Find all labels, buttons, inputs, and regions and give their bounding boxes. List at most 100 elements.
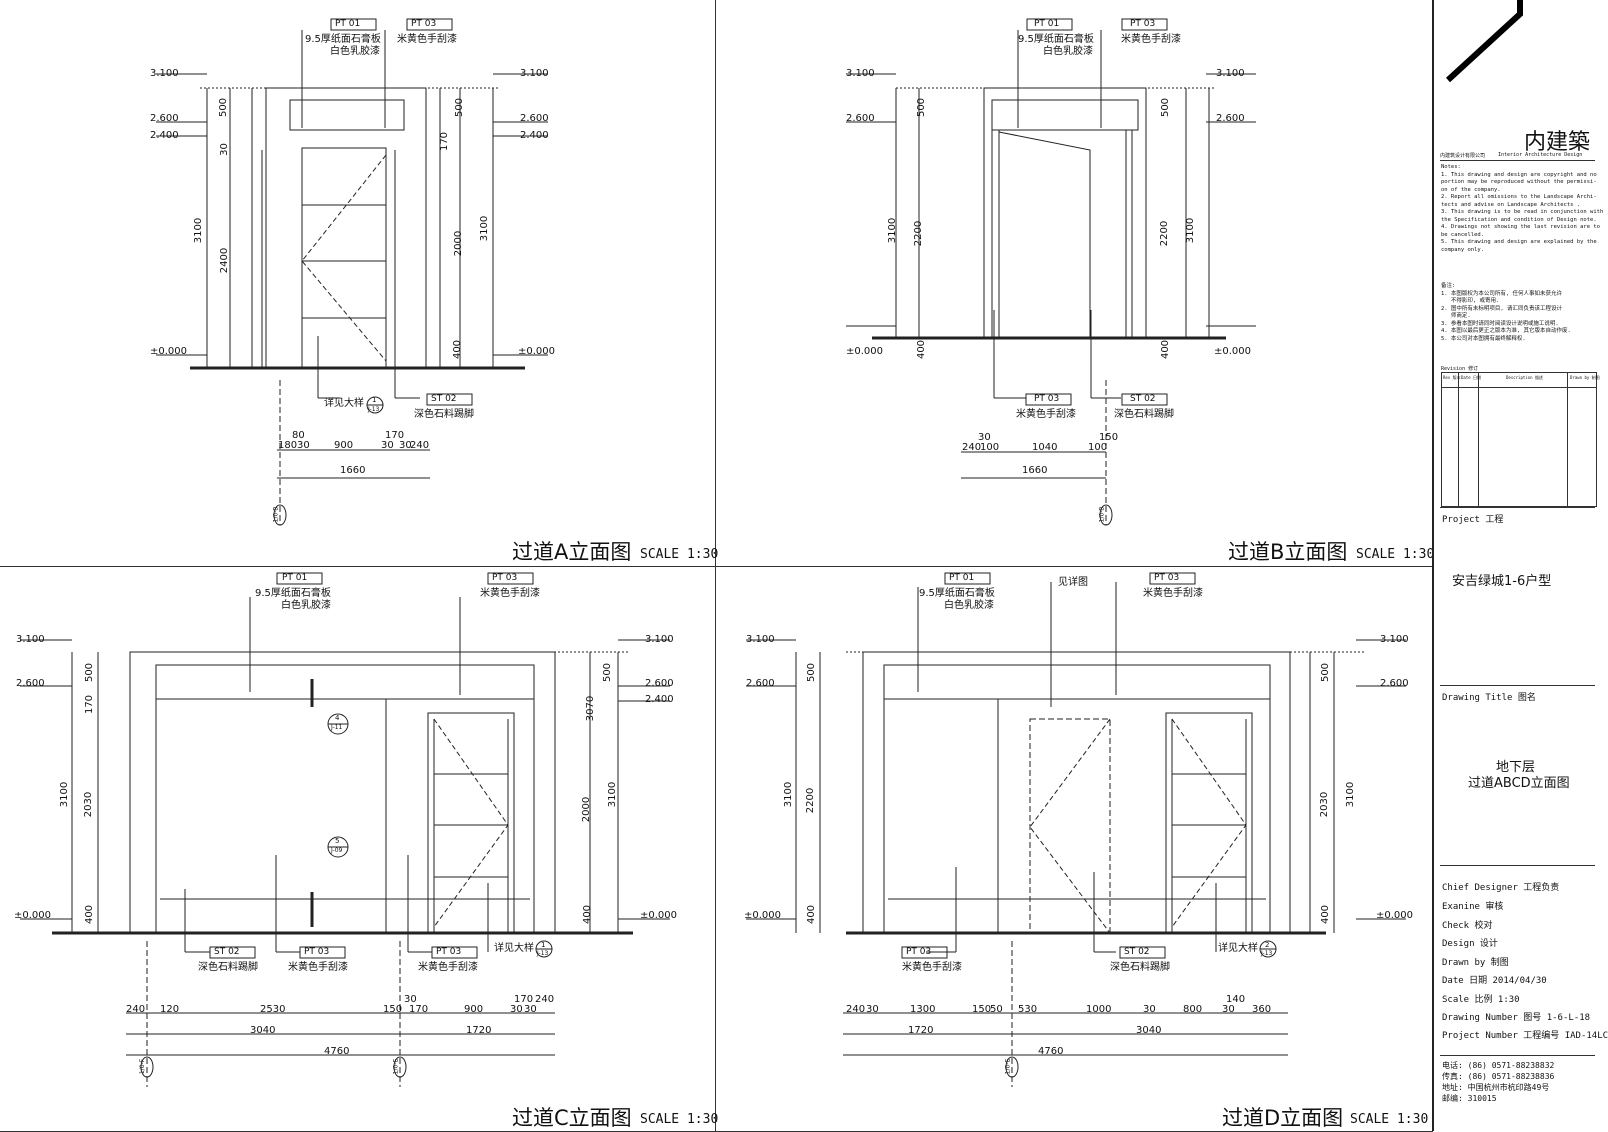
b-level-2600-right: 2.600 — [1216, 113, 1245, 124]
notes-english: Notes: 1. This drawing and design are co… — [1441, 164, 1604, 253]
b-dim-1040: 1040 — [1032, 442, 1058, 453]
d-see-detail-text: 见详图 — [1058, 577, 1088, 588]
d-right-dim-500: 500 — [1320, 662, 1332, 683]
d-dim-30b: 30 — [1143, 1004, 1156, 1015]
a-pt03-tag: PT 03 — [411, 19, 437, 29]
check: Check 校对 — [1442, 921, 1493, 931]
a-right-dim-170: 170 — [439, 131, 451, 152]
c-dim-900: 900 — [464, 1004, 484, 1015]
a-st02-tag: ST 02 — [431, 394, 457, 404]
c-title: 过道C立面图 — [512, 1106, 632, 1130]
d-title: 过道D立面图 — [1222, 1106, 1344, 1130]
c-dim-120: 120 — [160, 1004, 180, 1015]
d-axis-label: 1/0-E — [1004, 1058, 1012, 1075]
revision-header-date: Date 日期 — [1461, 375, 1482, 380]
a-left-dim-500: 500 — [218, 97, 230, 118]
elevation-c-panel: PT 01 9.5厚纸面石膏板 白色乳胶漆 PT 03 米黄色手刮漆 ST 02… — [0, 567, 718, 1132]
divider — [1440, 507, 1595, 508]
d-detail-label: 详见大样 — [1218, 943, 1258, 954]
b-dim-100b: 100 — [1088, 442, 1108, 453]
a-level-2600-right: 2.600 — [520, 113, 549, 124]
c-dim-170b: 170 — [514, 994, 534, 1005]
a-level-0-left: ±0.000 — [150, 346, 188, 357]
date: Date 日期 2014/04/30 — [1442, 976, 1547, 986]
b-left-dim-500: 500 — [916, 97, 928, 118]
c-level-0-right: ±0.000 — [640, 910, 678, 921]
chief-designer: Chief Designer 工程负责 — [1442, 883, 1560, 893]
d-scale: SCALE 1:30 — [1350, 1112, 1429, 1127]
elevation-b-drawing — [846, 18, 1256, 526]
b-pt01-text-1: 9.5厚纸面石膏板 — [1018, 34, 1094, 45]
d-level-0-left: ±0.000 — [744, 910, 782, 921]
c-dim-240: 240 — [126, 1004, 146, 1015]
a-pt01-text-2: 白色乳胶漆 — [330, 46, 380, 57]
d-st02-text: 深色石料踢脚 — [1110, 962, 1170, 973]
company-name-cn: 内建筑设计有限公司 — [1440, 153, 1486, 159]
drawing-title-line2: 过道ABCD立面图 — [1468, 776, 1570, 791]
elevation-a-drawing — [156, 18, 548, 526]
d-dim-1300: 1300 — [910, 1004, 936, 1015]
elevation-b-panel: PT 01 9.5厚纸面石膏板 白色乳胶漆 PT 03 米黄色手刮漆 PT 03… — [716, 0, 1435, 567]
a-dim-240: 240 — [410, 440, 430, 451]
postcode: 邮编: 310015 — [1442, 1094, 1497, 1103]
c-level-2400-right: 2.400 — [645, 694, 674, 705]
c-level-2600-left: 2.600 — [16, 678, 45, 689]
a-level-2400-left: 2.400 — [150, 130, 179, 141]
b-dim-30: 30 — [978, 432, 991, 443]
c-axis-label-e: 1/0-E — [392, 1058, 400, 1075]
d-st02-tag: ST 02 — [1124, 947, 1150, 957]
a-dim-30: 30 — [297, 440, 310, 451]
c-right-dim-3100: 3100 — [607, 781, 619, 808]
c-marker-5-ref: J-09 — [331, 847, 343, 854]
c-right-dim-3070: 3070 — [585, 695, 597, 722]
c-left-dim-2030: 2030 — [83, 791, 95, 818]
design: Design 设计 — [1442, 939, 1498, 949]
b-dim-150: 150 — [1099, 432, 1119, 443]
d-level-2600-left: 2.600 — [746, 678, 775, 689]
a-st02-text: 深色石料踢脚 — [414, 409, 474, 420]
b-pt03-tag: PT 03 — [1130, 19, 1156, 29]
c-left-dim-3100: 3100 — [59, 781, 71, 808]
d-left-dim-500: 500 — [806, 662, 818, 683]
title-block: 内建築 内建筑设计有限公司 Interior Architecture Desi… — [1432, 0, 1608, 1131]
a-dim-170: 170 — [385, 430, 405, 441]
elevation-d-drawing — [746, 572, 1406, 1087]
elevation-c-drawing — [20, 572, 670, 1087]
b-right-dim-3100: 3100 — [1185, 217, 1197, 244]
c-dim-150: 150 — [383, 1004, 403, 1015]
fax: 传真: (86) 0571-88238836 — [1442, 1072, 1555, 1081]
company-logo-mark — [1445, 0, 1523, 83]
d-dim-50: 50 — [990, 1004, 1003, 1015]
b-scale: SCALE 1:30 — [1356, 547, 1435, 562]
drawing-number: Drawing Number 图号 1-6-L-18 — [1442, 1013, 1591, 1023]
c-pt01-text-2: 白色乳胶漆 — [281, 600, 331, 611]
scale: Scale 比例 1:30 — [1442, 995, 1520, 1005]
d-level-2600-right: 2.600 — [1380, 678, 1409, 689]
c-dim-30: 30 — [404, 994, 417, 1005]
b-pt03b-text: 米黄色手刮漆 — [1016, 409, 1076, 420]
c-right-dim-500: 500 — [602, 662, 614, 683]
divider — [1440, 685, 1595, 686]
d-pt03b-tag: PT 03 — [906, 947, 932, 957]
examine: Exanine 审核 — [1442, 902, 1504, 912]
d-level-0-right: ±0.000 — [1376, 910, 1414, 921]
divider — [1440, 160, 1595, 161]
c-detail-num: 1 — [541, 941, 546, 949]
a-axis-label: 1/0-B — [272, 506, 280, 523]
c-pt01-text-1: 9.5厚纸面石膏板 — [255, 588, 331, 599]
c-dim-170: 170 — [409, 1004, 429, 1015]
project-name: 安吉绿城1-6户型 — [1452, 574, 1552, 589]
b-pt03b-tag: PT 03 — [1034, 394, 1060, 404]
c-dim-total: 4760 — [324, 1046, 350, 1057]
d-pt03-text: 米黄色手刮漆 — [1143, 588, 1203, 599]
c-pt03c-tag: PT 03 — [436, 947, 462, 957]
d-left-dim-2200: 2200 — [805, 787, 817, 814]
b-dim-240: 240 — [962, 442, 982, 453]
c-level-0-left: ±0.000 — [14, 910, 52, 921]
b-level-2600-left: 2.600 — [846, 113, 875, 124]
d-pt03b-text: 米黄色手刮漆 — [902, 962, 962, 973]
project-number: Project Number 工程编号 IAD-14LC — [1442, 1031, 1608, 1041]
d-dim-30: 30 — [866, 1004, 879, 1015]
project-label: Project 工程 — [1442, 515, 1504, 525]
d-left-dim-3100: 3100 — [783, 781, 795, 808]
